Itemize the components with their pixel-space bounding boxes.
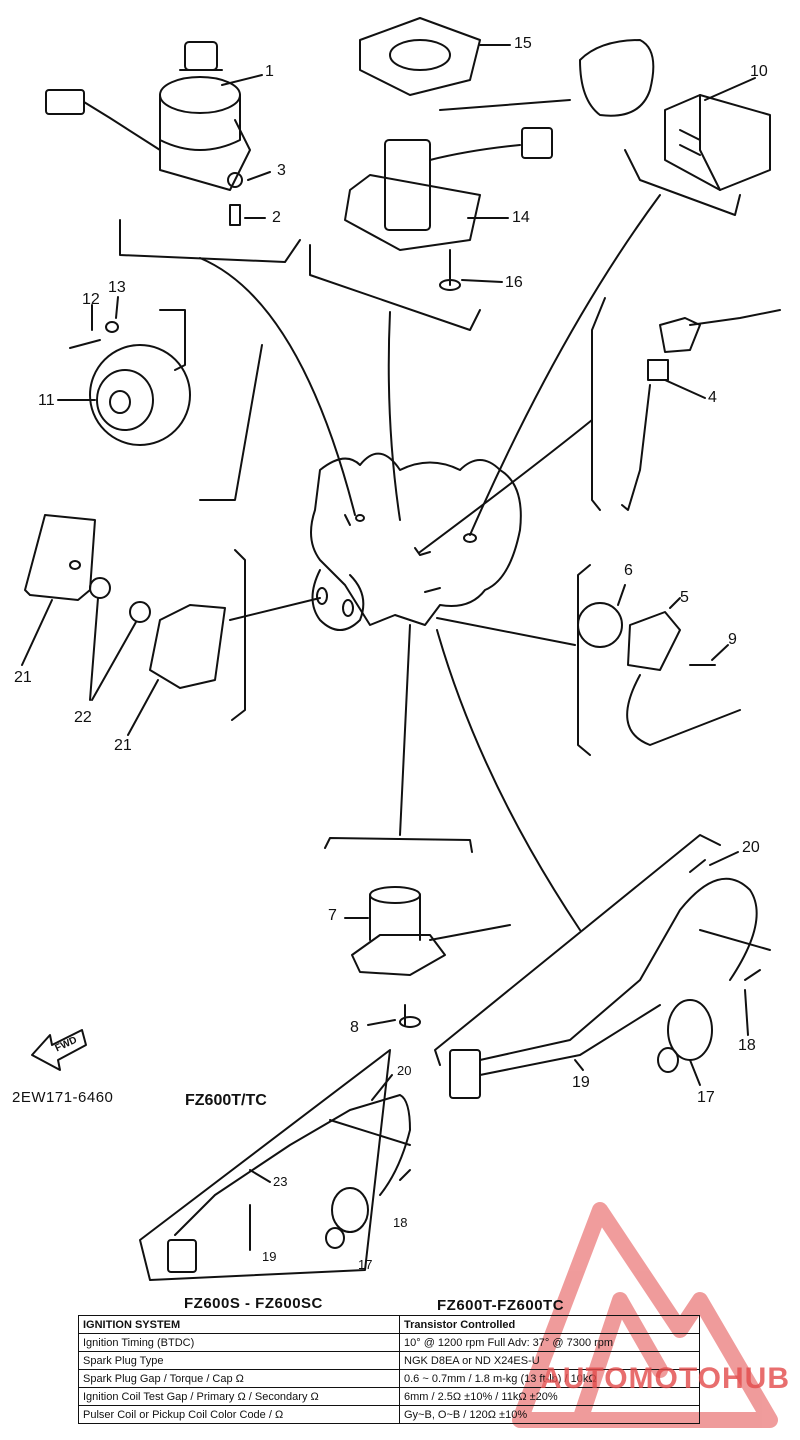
table-cell: Transistor Controlled bbox=[399, 1315, 700, 1334]
callout-17: 17 bbox=[697, 1089, 715, 1106]
table-cell: Ignition Timing (BTDC) bbox=[78, 1333, 400, 1352]
callout-8: 8 bbox=[350, 1019, 359, 1036]
callout-1: 1 bbox=[265, 63, 274, 80]
table-cell: IGNITION SYSTEM bbox=[78, 1315, 400, 1334]
callout-19: 19 bbox=[572, 1074, 590, 1091]
callout-7: 7 bbox=[328, 907, 337, 924]
table-row: Pulser Coil or Pickup Coil Color Code / … bbox=[78, 1405, 700, 1424]
fuel-sender bbox=[344, 17, 655, 291]
main-switch bbox=[45, 41, 251, 226]
inset-model-title: FZ600T/TC bbox=[185, 1092, 267, 1109]
watermark-text: AUTOMOTOHUB bbox=[540, 1362, 790, 1395]
callout-22: 22 bbox=[74, 709, 92, 726]
neutral-switch bbox=[621, 309, 781, 511]
table-cell: Ignition Coil Test Gap / Primary Ω / Sec… bbox=[78, 1387, 400, 1406]
diagram-code: 2EW171-6460 bbox=[12, 1089, 114, 1106]
table-cell: Spark Plug Type bbox=[78, 1351, 400, 1370]
inset-callout-19: 19 bbox=[262, 1249, 277, 1264]
inset-callout-20: 20 bbox=[397, 1063, 412, 1078]
inset-callout-23: 23 bbox=[273, 1174, 288, 1189]
callout-15: 15 bbox=[514, 35, 532, 52]
table-row: Spark Plug Type NGK D8EA or ND X24ES-U bbox=[78, 1351, 700, 1370]
callout-21b: 21 bbox=[114, 737, 132, 754]
relay bbox=[664, 94, 771, 191]
callout-14: 14 bbox=[512, 209, 530, 226]
inset-frame bbox=[139, 1049, 411, 1281]
callout-2: 2 bbox=[272, 209, 281, 226]
callout-13: 13 bbox=[108, 279, 126, 296]
table-header-right: FZ600T-FZ600TC bbox=[437, 1297, 565, 1314]
pulser-harness bbox=[434, 834, 771, 1099]
horn bbox=[69, 309, 191, 446]
table-cell: Gy~B, O~B / 120Ω ±10% bbox=[399, 1405, 700, 1424]
pickup-coil bbox=[577, 602, 741, 746]
callout-11: 11 bbox=[38, 392, 55, 409]
callout-12: 12 bbox=[82, 291, 100, 308]
callout-3: 3 bbox=[277, 162, 286, 179]
table-cell: Pulser Coil or Pickup Coil Color Code / … bbox=[78, 1405, 400, 1424]
table-row: Ignition Coil Test Gap / Primary Ω / Sec… bbox=[78, 1387, 700, 1406]
callout-5: 5 bbox=[680, 589, 689, 606]
callout-6: 6 bbox=[624, 562, 633, 579]
table-row: IGNITION SYSTEM Transistor Controlled bbox=[78, 1315, 700, 1334]
engine-outline bbox=[310, 452, 522, 631]
callout-21a: 21 bbox=[14, 669, 32, 686]
callout-18: 18 bbox=[738, 1037, 756, 1054]
callout-9: 9 bbox=[728, 631, 737, 648]
callout-10: 10 bbox=[750, 63, 768, 80]
table-header-left: FZ600S - FZ600SC bbox=[184, 1295, 323, 1312]
ignition-spec-table: IGNITION SYSTEM Transistor Controlled Ig… bbox=[78, 1315, 700, 1424]
callout-20: 20 bbox=[742, 839, 760, 856]
inset-callout-17: 17 bbox=[358, 1257, 373, 1272]
table-row: Ignition Timing (BTDC) 10° @ 1200 rpm Fu… bbox=[78, 1333, 700, 1352]
callout-4: 4 bbox=[708, 389, 717, 406]
reflectors bbox=[24, 514, 226, 689]
inset-callout-18: 18 bbox=[393, 1215, 408, 1230]
table-cell: 10° @ 1200 rpm Full Adv: 37° @ 7300 rpm bbox=[399, 1333, 700, 1352]
callout-16: 16 bbox=[505, 274, 523, 291]
oil-switch bbox=[324, 837, 511, 1028]
table-cell: Spark Plug Gap / Torque / Cap Ω bbox=[78, 1369, 400, 1388]
fwd-arrow-icon bbox=[31, 1029, 87, 1071]
